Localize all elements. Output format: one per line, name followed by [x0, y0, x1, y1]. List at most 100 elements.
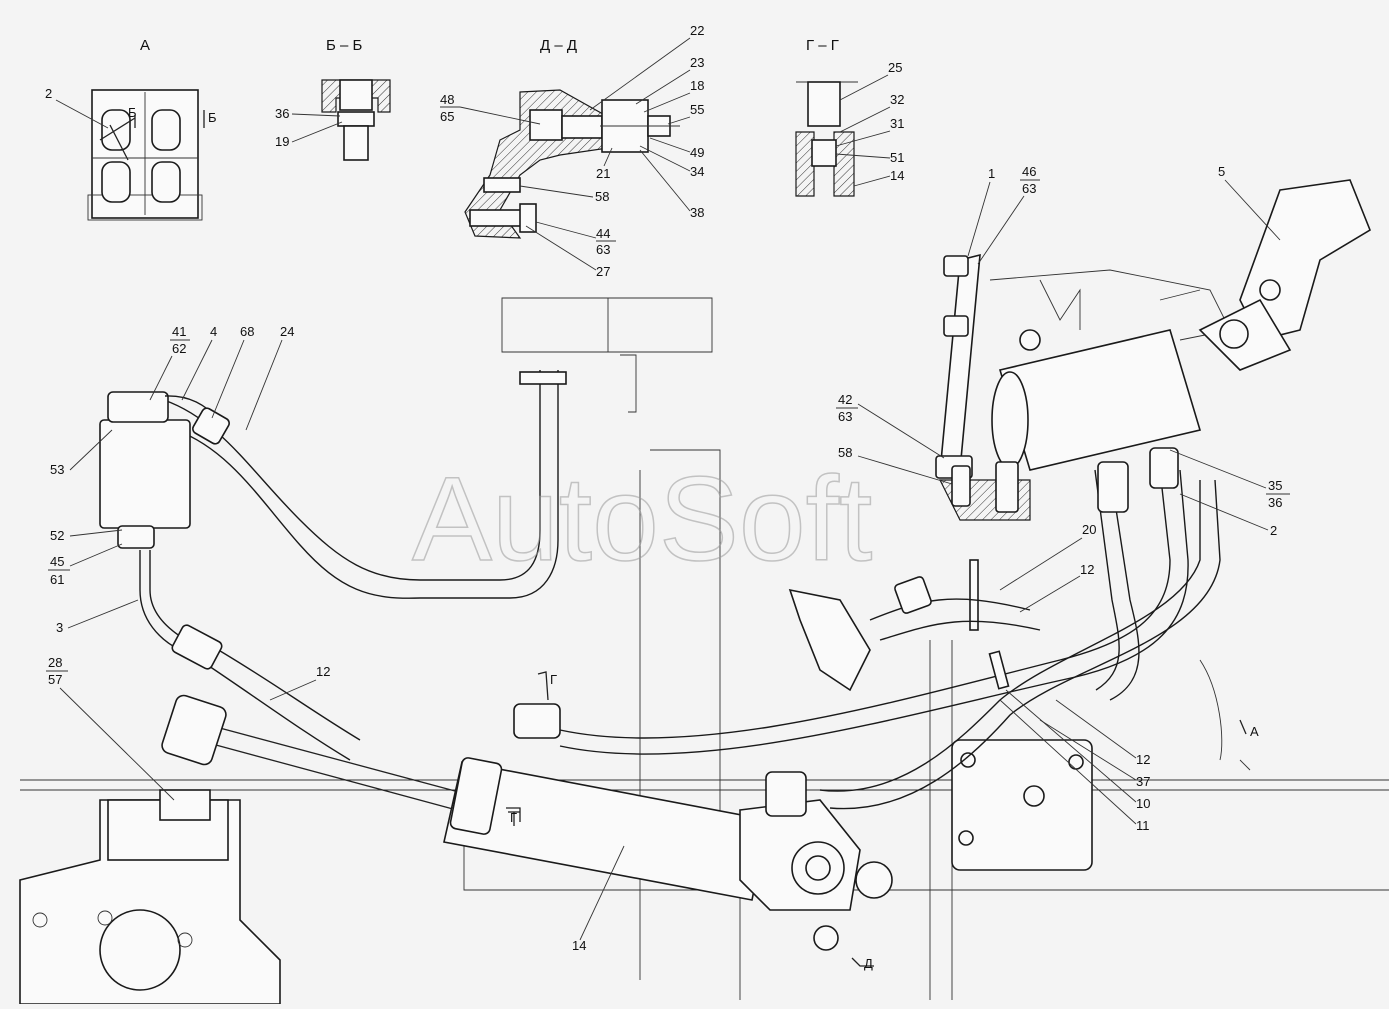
section-mark-d: Д [864, 956, 873, 971]
callout-48: 48 [440, 92, 454, 107]
callout-2-main: 2 [1270, 523, 1277, 538]
hose-band-20 [969, 559, 979, 631]
leader-19 [291, 121, 343, 143]
callout-24: 24 [280, 324, 294, 339]
callout-65: 65 [440, 109, 454, 124]
callout-18: 18 [690, 78, 704, 93]
watermark: AutoSoft [412, 452, 872, 586]
view-a-title: А [140, 37, 150, 54]
leader-28 [59, 687, 175, 801]
callout-35: 35 [1268, 478, 1282, 493]
section-mark-a: А [1250, 724, 1259, 739]
view-dd-bolt-head [529, 109, 563, 141]
callout-32: 32 [890, 92, 904, 107]
callout-58-main: 58 [838, 445, 852, 460]
reservoir-body [99, 419, 191, 529]
leader-22 [589, 37, 691, 111]
steering-gear [19, 789, 281, 1005]
callout-44: 44 [596, 226, 610, 241]
callout-45: 45 [50, 554, 64, 569]
view-bb-stud [343, 125, 369, 161]
rod-end [161, 694, 227, 766]
callout-11: 11 [1136, 818, 1150, 833]
callout-51: 51 [890, 150, 904, 165]
leader-46 [977, 195, 1025, 265]
view-gg-fitting [807, 81, 841, 127]
hoses [139, 370, 1221, 810]
callout-46: 46 [1022, 164, 1036, 179]
leader-12-right [1019, 575, 1081, 613]
callout-22: 22 [690, 23, 704, 38]
callout-58-dd: 58 [595, 189, 609, 204]
callout-4: 4 [210, 324, 217, 339]
leader-3 [67, 599, 139, 629]
fitting-3 [171, 624, 223, 670]
callout-25: 25 [888, 60, 902, 75]
callout-19: 19 [275, 134, 289, 149]
callout-2-top: 2 [45, 86, 52, 101]
leader-31 [835, 130, 891, 147]
callout-41: 41 [172, 324, 186, 339]
frame-rail [20, 779, 1389, 791]
view-b-b: Б – Б 36 19 [275, 37, 391, 161]
cylinder-rod [189, 719, 471, 796]
leader-4 [181, 339, 213, 401]
callout-52: 52 [50, 528, 64, 543]
line-3 [139, 550, 181, 651]
callout-63-top: 63 [1022, 181, 1036, 196]
pump-fitting-right [1149, 447, 1179, 489]
bracket-1 [939, 253, 981, 473]
leader-48 [459, 106, 541, 125]
cab-bracket [501, 297, 713, 353]
power-cylinder [161, 694, 861, 951]
section-mark-d-line [851, 957, 874, 967]
view-gg-wall-right [833, 131, 855, 197]
callout-36-bb: 36 [275, 106, 289, 121]
leader-14-main [579, 845, 625, 941]
mount-plate [951, 739, 1093, 871]
callout-14-gg: 14 [890, 168, 904, 183]
leader-12-bottom [1055, 699, 1137, 759]
callout-63-dd: 63 [596, 242, 610, 257]
callout-14-main: 14 [572, 938, 586, 953]
callout-53: 53 [50, 462, 64, 477]
callout-27: 27 [596, 264, 610, 279]
hose-24-lower [175, 370, 559, 599]
leader-27 [525, 225, 597, 271]
callout-62: 62 [172, 341, 186, 356]
steering-gear-sector [99, 909, 181, 991]
hose-24-upper [163, 370, 541, 581]
main-section-marks: Г Г Д А [506, 671, 1259, 971]
section-mark-g-lower: Г [510, 810, 517, 825]
callout-49: 49 [690, 145, 704, 160]
leader-36-bb [291, 113, 341, 117]
view-bb-nut [337, 111, 375, 127]
callout-12-right: 12 [1080, 562, 1094, 577]
leader-42 [857, 403, 945, 459]
callout-23: 23 [690, 55, 704, 70]
leader-55 [667, 116, 691, 125]
pitman-arm-clamp [159, 789, 211, 821]
callout-1: 1 [988, 166, 995, 181]
leader-37 [1039, 719, 1137, 781]
callout-38: 38 [690, 205, 704, 220]
chassis-member-right [929, 640, 953, 1000]
leader-14-gg [853, 175, 891, 187]
hose-band [988, 650, 1010, 690]
cylinder-collar [449, 757, 503, 835]
callout-12-bottom: 12 [1136, 752, 1150, 767]
section-mark-a-line [1239, 719, 1247, 735]
callout-37: 37 [1136, 774, 1150, 789]
leader-32 [839, 106, 891, 133]
callout-28: 28 [48, 655, 62, 670]
cylinder-port-fitting [765, 771, 807, 817]
callout-61: 61 [50, 572, 64, 587]
leader-68 [211, 339, 245, 419]
leader-1 [967, 181, 991, 257]
leader-23 [635, 69, 691, 105]
leader-58-main [857, 455, 953, 485]
leader-5 [1224, 179, 1281, 241]
view-d-d: Д – Д 48 65 22 23 18 55 49 34 21 58 38 4… [440, 23, 704, 279]
